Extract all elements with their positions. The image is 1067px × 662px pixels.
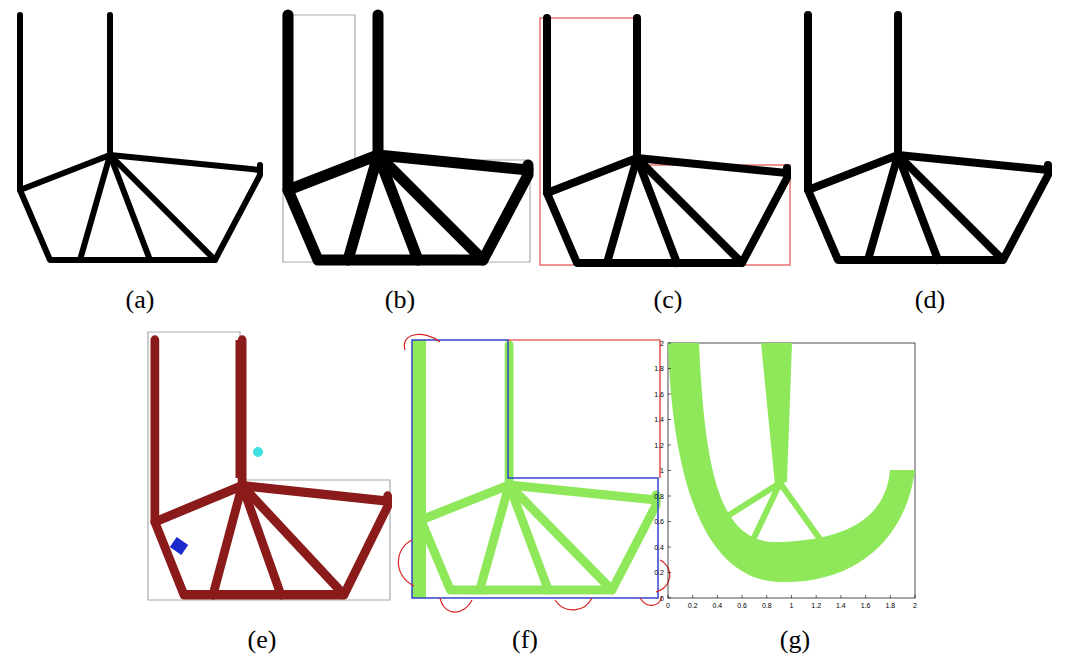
design-domain [148,332,390,600]
bracket-topology [808,15,1048,260]
material-region [761,343,792,485]
axis-tick-label: 2 [660,340,664,347]
bracket-topology [288,15,528,260]
axis-tick-label: 0.4 [713,602,723,609]
design-domain [540,18,790,265]
axis-tick-label: 1.2 [811,602,821,609]
axis-tick-label: 1 [790,602,794,609]
axis-tick-label: 1.4 [654,416,664,423]
panel-label: (b) [385,287,415,313]
axis-tick-label: 0.2 [688,602,698,609]
axis-tick-label: 0.6 [654,518,664,525]
panel-label: (g) [780,627,810,653]
panel-label: (f) [512,627,538,653]
design-domain [412,340,658,598]
axis-tick-label: 2 [913,602,917,609]
axis-tick-label: 1.4 [836,602,846,609]
plot-frame [668,343,915,598]
material-region [668,343,915,582]
axis-ticks [668,343,915,598]
material-region [890,470,915,474]
bracket-member [236,340,245,478]
panel-label: (c) [654,287,683,313]
axis-tick-label: 1.6 [861,602,871,609]
bracket-topology [547,18,787,263]
axis-tick-label: 0.8 [762,602,772,609]
panel-label: (a) [126,287,155,313]
axis-tick-label: 0.8 [654,493,664,500]
axis-tick-label: 1.8 [885,602,895,609]
bracket-topology [155,340,388,595]
joint-marker [253,447,263,457]
material-member [716,483,822,542]
axis-tick-label: 1.6 [654,391,664,398]
axis-tick-label: 0.2 [654,569,664,576]
axis-tick-label: 1.2 [654,442,664,449]
design-domain [283,15,530,262]
panel-label: (d) [915,287,945,313]
axis-tick-label: 1.8 [654,365,664,372]
joint-marker [170,537,188,555]
level-set-contour [508,340,660,478]
axis-tick-label: 0 [666,602,670,609]
axis-tick-label: 0 [660,595,664,602]
level-set-contour [398,334,669,612]
axis-tick-label: 0.4 [654,544,664,551]
bracket-topology [421,345,656,590]
bracket-topology [20,15,260,260]
axis-tick-label: 1 [660,467,664,474]
axis-tick-label: 0.6 [737,602,747,609]
panel-label: (e) [248,627,277,653]
